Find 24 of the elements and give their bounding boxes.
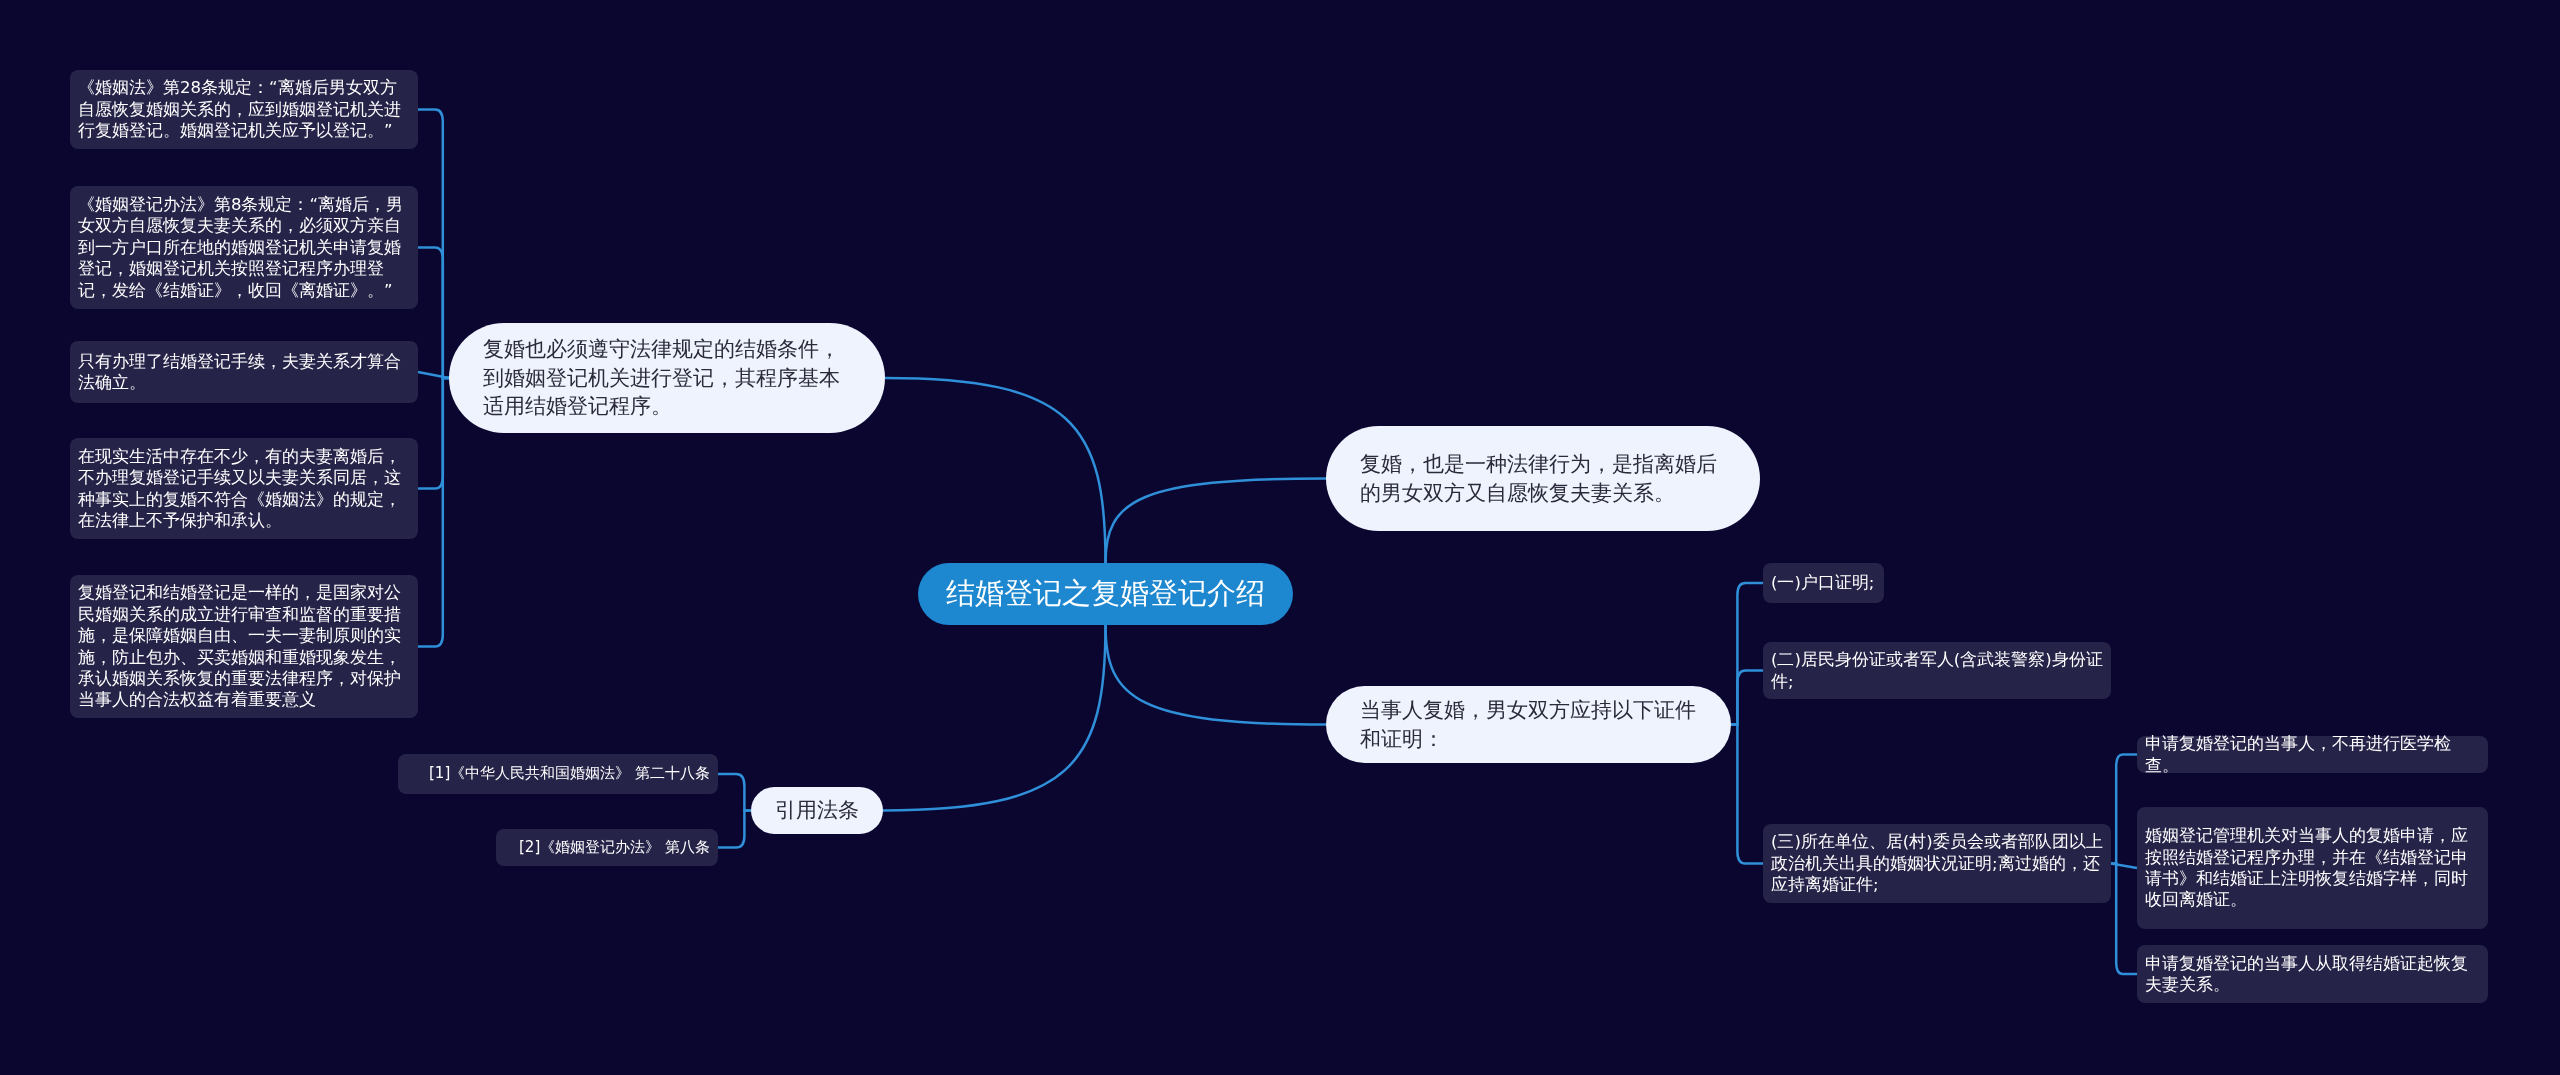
topic-bubble: 当事人复婚，男女双方应持以下证件和证明： [1326, 686, 1731, 763]
note-card: (三)所在单位、居(村)委员会或者部队团以上政治机关出具的婚姻状况证明;离过婚的，还应持离婚证件; [1763, 824, 2111, 903]
connector-line [418, 376, 449, 648]
note-card: 《婚姻登记办法》第8条规定：“离婚后，男女双方自愿恢复夫妻关系的，必须双方亲自到一方户口所在地的婚姻登记机关申请复婚登记，婚姻登记机关按照登记程序办理登记，发给《结婚证》，收回《离婚证》。” [70, 186, 418, 309]
topic-bubble: 引用法条 [751, 787, 883, 834]
note-card: 《婚姻法》第28条规定：“离婚后男女双方自愿恢复婚姻关系的，应到婚姻登记机关进行复婚登记。婚姻登记机关应予以登记。” [70, 70, 418, 149]
central-topic: 结婚登记之复婚登记介绍 [918, 563, 1293, 625]
note-card: 婚姻登记管理机关对当事人的复婚申请，应按照结婚登记程序办理，并在《结婚登记申请书》和结婚证上注明恢复结婚字样，同时收回离婚证。 [2137, 807, 2488, 929]
note-card: 申请复婚登记的当事人从取得结婚证起恢复夫妻关系。 [2137, 945, 2488, 1003]
topic-bubble: 复婚，也是一种法律行为，是指离婚后的男女双方又自愿恢复夫妻关系。 [1326, 426, 1760, 531]
note-card: 复婚登记和结婚登记是一样的，是国家对公民婚姻关系的成立进行审查和监督的重要措施，是保障婚姻自由、一夫一妻制原则的实施，防止包办、买卖婚姻和重婚现象发生，承认婚姻关系恢复的重要法律程序，对保护当事人的合法权益有着重要意义 [70, 575, 418, 718]
note-card: (一)户口证明; [1763, 563, 1884, 603]
note-card: (二)居民身份证或者军人(含武装警察)身份证件; [1763, 642, 2111, 699]
topic-bubble: 复婚也必须遵守法律规定的结婚条件，到婚姻登记机关进行登记，其程序基本适用结婚登记程序。 [449, 323, 885, 433]
note-card: [2]《婚姻登记办法》 第八条 [496, 829, 718, 866]
note-card: 在现实生活中存在不少，有的夫妻离婚后，不办理复婚登记手续又以夫妻关系同居，这种事实上的复婚不符合《婚姻法》的规定，在法律上不予保护和承认。 [70, 438, 418, 539]
note-card: [1]《中华人民共和国婚姻法》 第二十八条 [398, 754, 718, 794]
connector-line [718, 809, 751, 849]
note-card: 只有办理了结婚登记手续，夫妻关系才算合法确立。 [70, 341, 418, 403]
connector-line [882, 624, 1107, 812]
note-card: 申请复婚登记的当事人，不再进行医学检查。 [2137, 736, 2488, 773]
connector-line [1104, 477, 1326, 564]
connector-line [2111, 862, 2137, 976]
connector-line [417, 370, 450, 380]
